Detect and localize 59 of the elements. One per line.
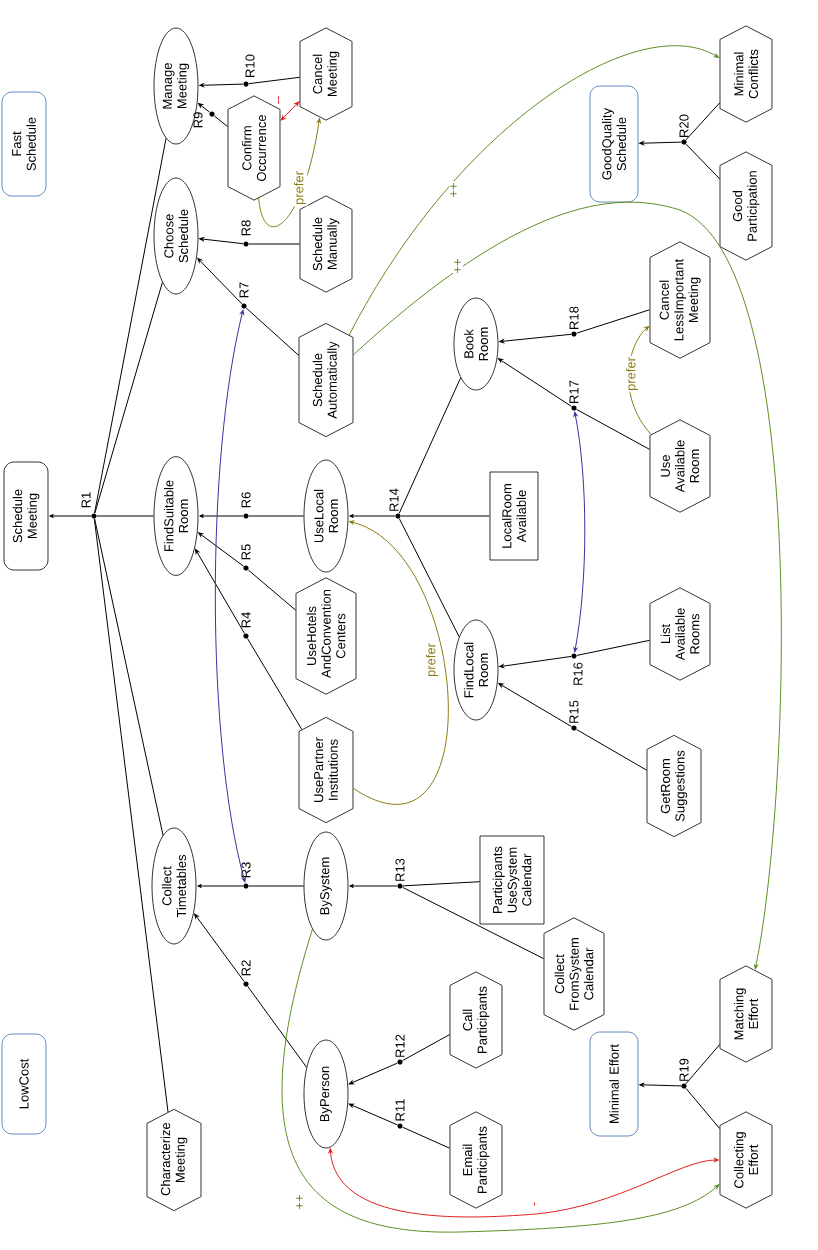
arrow xyxy=(349,884,398,888)
connector-line xyxy=(245,307,300,356)
connector-line xyxy=(248,515,305,517)
connector-line xyxy=(94,137,167,514)
arrow xyxy=(352,201,782,970)
arrow xyxy=(497,358,572,407)
arrow xyxy=(328,1148,719,1218)
connector-line xyxy=(247,985,307,1068)
connector-line xyxy=(402,886,545,960)
arrow xyxy=(639,1082,682,1087)
arrow xyxy=(639,141,682,146)
arrow xyxy=(348,45,719,336)
connector-line xyxy=(685,143,721,180)
connector-line xyxy=(576,408,651,450)
connector-line xyxy=(248,885,305,887)
connector-line xyxy=(398,518,460,638)
arrow xyxy=(199,514,244,518)
arrow xyxy=(281,928,720,1233)
connector-line xyxy=(402,1126,451,1149)
connector-line xyxy=(248,76,301,85)
arrow xyxy=(197,884,244,888)
arrow xyxy=(199,237,244,245)
arrow xyxy=(348,1062,398,1085)
connector-line xyxy=(94,281,163,514)
arrow xyxy=(197,257,243,305)
connector-line xyxy=(685,1044,721,1085)
arrow xyxy=(499,333,572,344)
connector-line xyxy=(398,377,462,514)
connector-line xyxy=(576,309,651,334)
connector-line xyxy=(402,881,481,887)
connector-line xyxy=(400,515,491,517)
connector-line xyxy=(213,115,229,128)
connector-line xyxy=(402,1034,451,1062)
connector-line xyxy=(576,639,651,656)
connector-line xyxy=(576,729,648,771)
connector-line xyxy=(247,638,303,730)
connector-line xyxy=(93,518,169,1113)
arrow xyxy=(628,326,652,435)
arrow xyxy=(198,532,245,567)
arrow xyxy=(198,103,211,113)
arrow xyxy=(349,520,449,804)
arrow xyxy=(498,683,572,727)
connector-line xyxy=(247,569,297,611)
arrow xyxy=(195,548,245,634)
arrow xyxy=(349,514,396,518)
arrow xyxy=(499,655,572,669)
arrow xyxy=(194,913,245,983)
arrow xyxy=(49,514,92,518)
connector-line xyxy=(685,102,721,141)
arrow xyxy=(280,101,300,121)
arrow xyxy=(348,1103,398,1126)
arrow xyxy=(214,309,246,883)
connector-line xyxy=(96,515,155,517)
connector-line xyxy=(248,243,301,245)
arrow xyxy=(199,83,244,88)
connector-line xyxy=(685,1087,721,1129)
connector-line xyxy=(94,518,164,836)
arrow xyxy=(258,118,321,228)
arrow xyxy=(573,411,586,653)
